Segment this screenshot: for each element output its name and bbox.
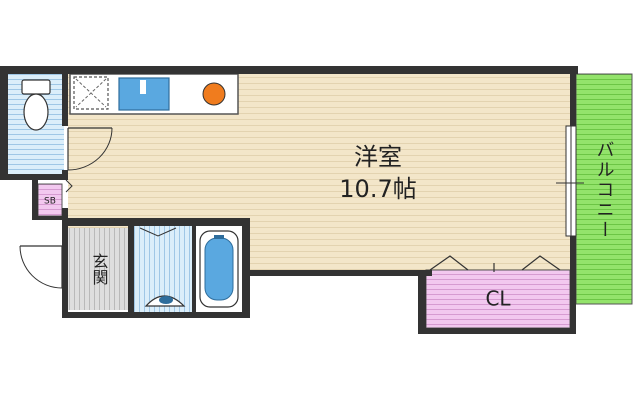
washbasin-icon	[144, 295, 186, 307]
bathroom-door-icon	[139, 227, 177, 237]
toilet-icon	[21, 79, 51, 131]
kitchen-sink-icon	[118, 77, 170, 111]
balcony-area	[575, 73, 633, 305]
entrance-label: 玄関	[90, 253, 109, 286]
balcony-label: バルコニー	[594, 140, 615, 240]
main-room-size: 10.7帖	[339, 175, 416, 203]
stove-burner-icon	[202, 82, 226, 106]
entrance-floor	[68, 228, 128, 310]
balcony-window	[556, 125, 584, 237]
shoe-box-arrow-icon	[65, 179, 73, 193]
washer-space-icon	[73, 76, 109, 110]
entrance-door-icon	[19, 245, 63, 289]
closet-door-icon	[429, 255, 561, 272]
shoe-box-label: SB	[44, 197, 56, 207]
bathtub-icon	[199, 230, 239, 308]
closet-label: CL	[485, 287, 511, 311]
main-room-name: 洋室	[354, 143, 402, 171]
toilet-door-icon	[67, 127, 113, 171]
